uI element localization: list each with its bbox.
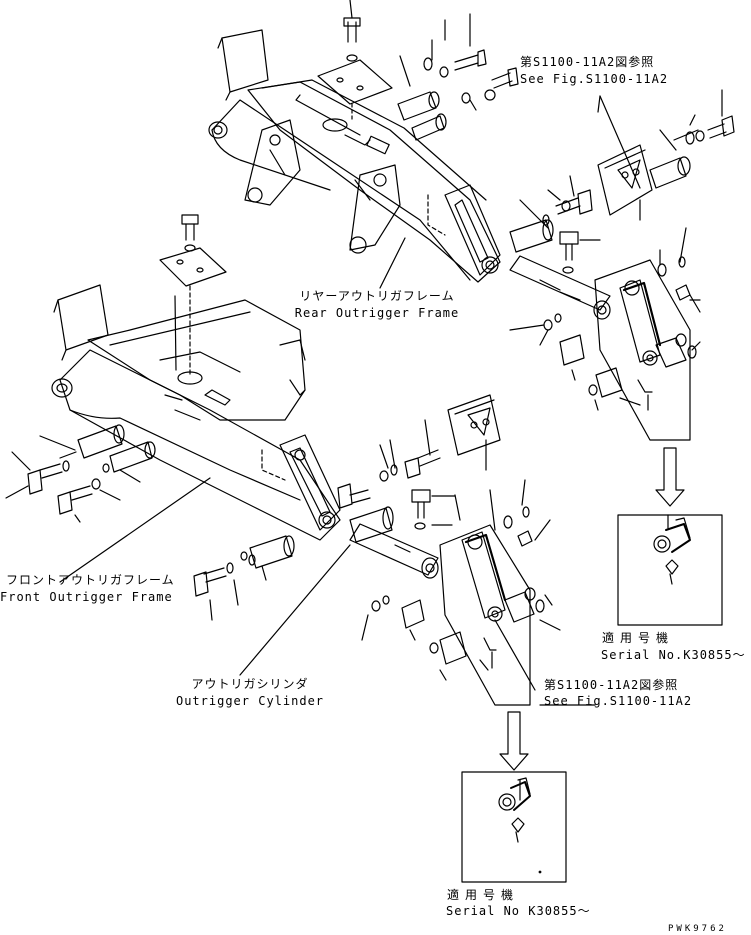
front-outrigger-cylinder [349,479,561,706]
cylinder-label-en: Outrigger Cylinder [175,694,325,708]
rear-outrigger-frame [208,29,501,283]
rear-frame-label-jp: リヤーアウトリガフレーム [299,289,455,303]
serial-top-label-en: Serial No.K30855〜 [601,648,746,662]
front-reference-bracket [337,394,501,509]
front-outrigger-frame [51,284,341,541]
rear-outrigger-cylinder [509,219,701,441]
ref-label-bottom-jp: 第S1100-11A2図参照 [544,678,679,692]
rear-upper-hardware [317,0,519,141]
front-frame-label-jp: フロントアウトリガフレーム [6,573,175,587]
rear-frame-label-en: Rear Outrigger Frame [294,306,460,320]
front-frame-label-en: Front Outrigger Frame [0,590,173,604]
cylinder-label-jp: アウトリガシリンダ [191,677,309,691]
serial-bottom-label-en: Serial No K30855〜 [446,904,591,918]
ref-label-bottom-en: See Fig.S1100-11A2 [544,694,693,708]
drawing-code: PWK9762 [668,924,727,934]
front-upper-hardware [159,214,227,376]
front-lower-hardware [193,535,295,621]
detail-top [617,447,723,626]
ref-label-top-jp: 第S1100-11A2図参照 [520,55,655,69]
serial-top-label-jp: 適用号機 [602,631,675,645]
serial-bottom-label-jp: 適用号機 [447,888,520,902]
rear-reference-bracket [519,89,735,229]
front-left-hardware [5,394,201,523]
label-leaders [59,95,669,801]
detail-bottom [461,711,567,883]
ref-label-top-en: See Fig.S1100-11A2 [520,72,669,86]
